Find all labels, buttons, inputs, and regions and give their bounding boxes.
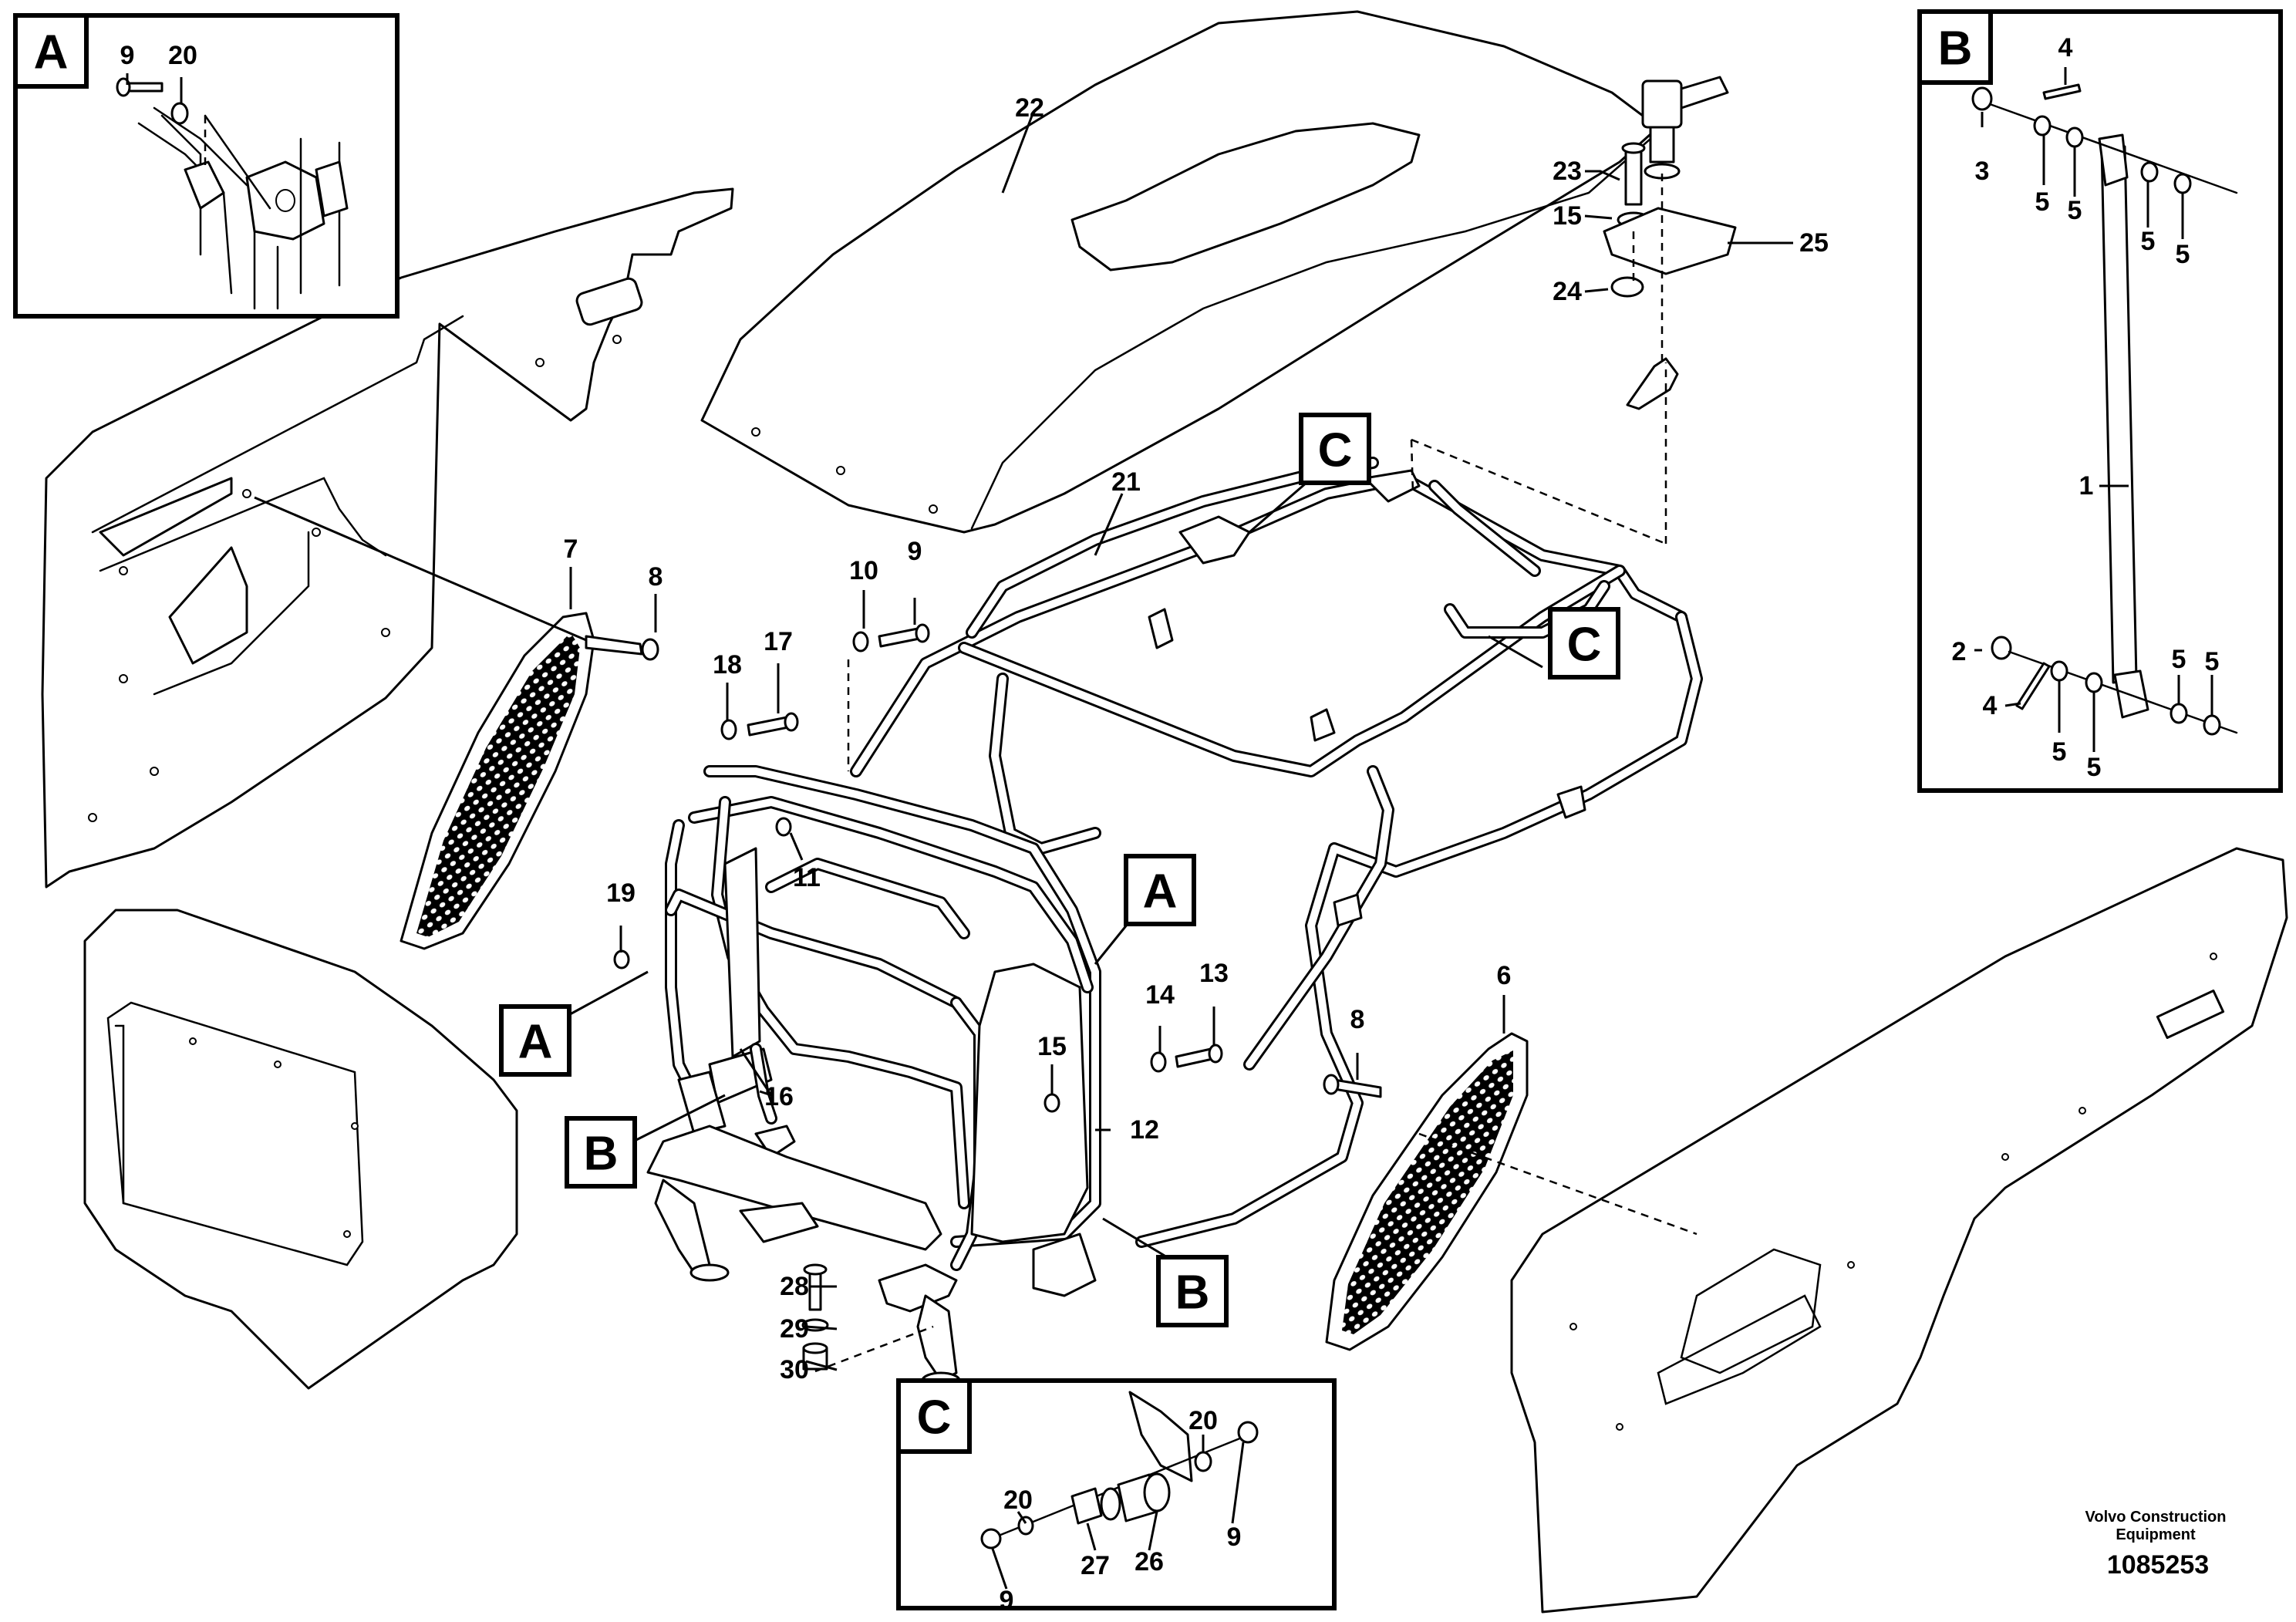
part-26: 26 xyxy=(1135,1547,1164,1576)
radiator-frame xyxy=(665,765,1101,1297)
part-16: 16 xyxy=(764,1082,794,1111)
part-18: 18 xyxy=(713,650,742,679)
callout-a-left: A xyxy=(499,1004,571,1077)
brand-line-1: Volvo Construction xyxy=(2085,1509,2227,1526)
part-6: 6 xyxy=(1497,961,1512,990)
callout-b-inset-letter: B xyxy=(1938,22,1973,76)
part-7: 7 xyxy=(564,534,578,564)
part-15-frame: 15 xyxy=(1037,1032,1067,1061)
part-20-inset-c-right: 20 xyxy=(1188,1406,1218,1435)
callout-a-inset: A xyxy=(13,13,89,89)
part-5-b5: 5 xyxy=(2052,737,2067,767)
callout-b-right-letter: B xyxy=(1175,1266,1210,1320)
part-13: 13 xyxy=(1199,959,1229,988)
callout-a-right-letter: A xyxy=(1143,865,1178,919)
callout-c-inset: C xyxy=(896,1378,972,1454)
callout-b-inset: B xyxy=(1917,9,1993,85)
part-27: 27 xyxy=(1081,1551,1110,1580)
part-30: 30 xyxy=(780,1355,809,1384)
part-9-inset-c-right: 9 xyxy=(1227,1523,1242,1552)
part-29: 29 xyxy=(780,1314,809,1344)
part-9-inset-c-left: 9 xyxy=(1000,1586,1014,1615)
part-10: 10 xyxy=(849,556,878,585)
part-22: 22 xyxy=(1015,93,1044,123)
assembly-lines xyxy=(254,363,1698,1373)
part-numbers: 22 21 23 15 24 25 7 8 10 9 18 17 11 19 1… xyxy=(120,33,2220,1615)
part-5-b7: 5 xyxy=(2172,645,2186,674)
callout-b-left: B xyxy=(565,1116,637,1189)
part-4-inset-b-top: 4 xyxy=(2058,33,2073,62)
part-15-latch: 15 xyxy=(1553,201,1582,231)
part-4-inset-b-bottom: 4 xyxy=(1983,691,1998,720)
latch-assembly xyxy=(1603,76,1737,410)
part-17: 17 xyxy=(764,627,793,656)
part-24: 24 xyxy=(1553,277,1582,306)
part-25: 25 xyxy=(1799,228,1829,258)
grille-7 xyxy=(400,612,595,950)
fasteners xyxy=(585,623,1382,1371)
leader-lines xyxy=(126,67,2213,1590)
detail-frame-b xyxy=(1917,9,2283,793)
left-side-panel xyxy=(41,187,734,889)
part-1: 1 xyxy=(2079,471,2094,501)
callout-b-right: B xyxy=(1156,1255,1229,1327)
part-14: 14 xyxy=(1145,980,1175,1010)
callout-c-top: C xyxy=(1299,413,1371,485)
part-19: 19 xyxy=(606,878,636,908)
part-28: 28 xyxy=(780,1272,809,1301)
callout-b-left-letter: B xyxy=(584,1128,619,1181)
grille-6 xyxy=(1325,1032,1529,1351)
part-3: 3 xyxy=(1975,157,1990,186)
part-5-b3: 5 xyxy=(2141,227,2156,256)
callout-a-left-letter: A xyxy=(518,1016,553,1069)
callout-c-right: C xyxy=(1548,607,1620,679)
part-2: 2 xyxy=(1952,637,1967,666)
part-5-b1: 5 xyxy=(2035,187,2050,217)
part-5-b8: 5 xyxy=(2205,647,2220,676)
footer: Volvo Construction Equipment 1085253 xyxy=(2085,1509,2227,1580)
part-5-b6: 5 xyxy=(2087,753,2102,782)
left-lower-panel xyxy=(83,909,518,1390)
callout-c-inset-letter: C xyxy=(917,1391,952,1445)
part-5-b2: 5 xyxy=(2068,196,2082,225)
part-8-right: 8 xyxy=(1350,1005,1365,1034)
top-hood xyxy=(700,10,1660,534)
part-20-inset-a: 20 xyxy=(168,41,197,70)
document-number: 1085253 xyxy=(2107,1550,2209,1580)
part-11: 11 xyxy=(793,863,821,892)
part-5-b4: 5 xyxy=(2176,240,2190,269)
callout-a-right: A xyxy=(1124,854,1196,926)
callout-a-inset-letter: A xyxy=(34,26,69,79)
part-9-inset-a: 9 xyxy=(120,41,135,70)
part-12: 12 xyxy=(1130,1115,1159,1145)
part-8-left: 8 xyxy=(649,562,663,592)
part-20-inset-c-left: 20 xyxy=(1003,1485,1033,1515)
brand-line-2: Equipment xyxy=(2116,1526,2196,1543)
right-side-panel xyxy=(1510,847,2288,1614)
part-21: 21 xyxy=(1111,467,1141,497)
part-9-frame: 9 xyxy=(908,537,922,566)
callout-c-right-letter: C xyxy=(1567,619,1602,672)
callout-c-top-letter: C xyxy=(1318,424,1353,477)
part-23: 23 xyxy=(1553,157,1582,186)
